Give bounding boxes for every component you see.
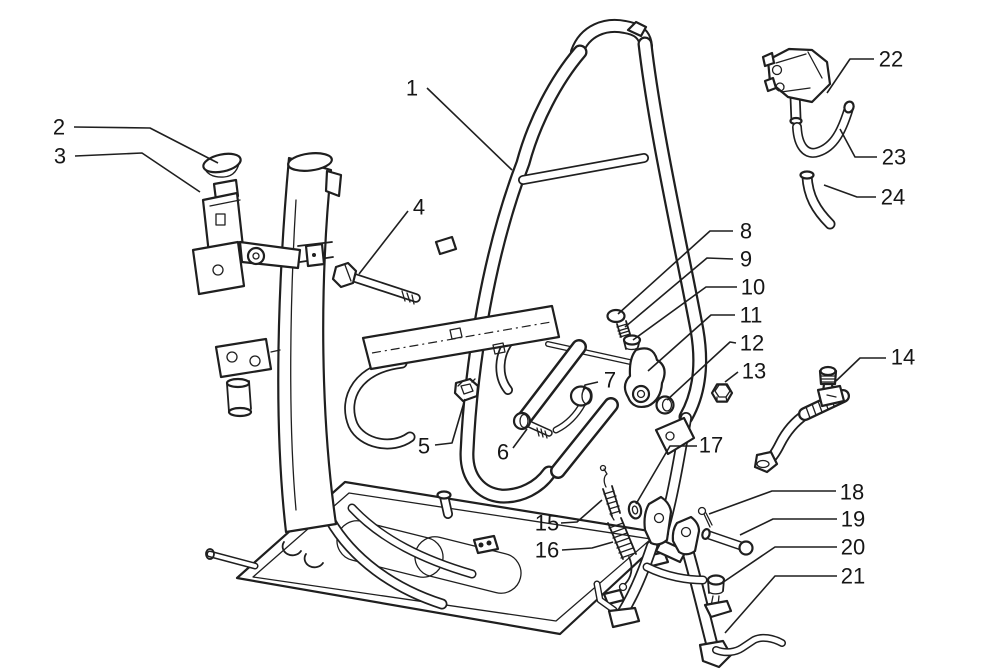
floor-platform-drawing: [205, 480, 670, 636]
callout-leader-12: [666, 341, 737, 401]
washer-17: [627, 500, 643, 520]
stand-foot-left: [607, 606, 641, 629]
pivot-bracket-11: [623, 347, 666, 409]
callout-leader-18: [708, 490, 836, 515]
callout-label-13: 13: [742, 359, 766, 384]
callout-leader-7: [582, 381, 599, 392]
lock-cap: [202, 152, 242, 178]
callout-label-2: 2: [53, 115, 65, 140]
stand-ear-right: [671, 515, 701, 556]
cable-saddle-clamp: [303, 553, 324, 569]
callout-leader-14: [835, 357, 886, 382]
lever-bolt: [816, 365, 846, 408]
callout-leader-5: [434, 398, 466, 446]
callout-leader-21: [724, 575, 837, 634]
floor-foot-bracket: [472, 534, 500, 555]
hose-23: [797, 100, 855, 153]
callout-label-1: 1: [406, 76, 418, 101]
hex-nut-13: [710, 383, 734, 403]
callout-leader-4: [358, 210, 409, 275]
bolt-6: [512, 411, 549, 439]
callout-leader-1: [426, 87, 513, 171]
callout-label-18: 18: [840, 480, 864, 505]
callout-label-9: 9: [740, 247, 752, 272]
callout-label-21: 21: [841, 564, 865, 589]
nut-7: [569, 385, 593, 407]
stand-lever-drawing: [753, 365, 846, 474]
callout-label-5: 5: [418, 434, 430, 459]
callout-leader-24: [823, 184, 876, 198]
bolt-4: [331, 261, 416, 305]
hose-bracket-22: [761, 47, 832, 104]
buffer-20: [703, 574, 733, 619]
callout-label-22: 22: [879, 47, 903, 72]
lock-arm: [238, 240, 302, 270]
callout-label-14: 14: [891, 345, 915, 370]
spring-16: [607, 514, 637, 592]
center-stand-drawing: [597, 464, 782, 669]
callout-leader-15: [560, 499, 603, 524]
column-tab: [324, 169, 343, 198]
callout-label-3: 3: [54, 144, 66, 169]
callout-label-7: 7: [604, 368, 616, 393]
callout-label-11: 11: [740, 303, 763, 328]
callout-label-17: 17: [699, 433, 723, 458]
callout-leader-13: [724, 371, 739, 383]
cotter-pin-18: [697, 506, 713, 528]
frame-tab: [434, 235, 458, 256]
callout-leader-23: [839, 128, 877, 158]
stand-ear-left: [643, 495, 673, 546]
steering-lock-drawing: [191, 152, 302, 296]
hose-assembly-drawing: [761, 47, 855, 225]
lever-foot: [753, 450, 779, 474]
callout-label-4: 4: [413, 195, 425, 220]
callout-label-19: 19: [841, 507, 865, 532]
callout-label-10: 10: [741, 275, 765, 300]
spring-15: [599, 464, 621, 517]
callout-label-16: 16: [535, 538, 559, 563]
callout-label-15: 15: [535, 511, 559, 536]
callout-leader-2: [73, 126, 219, 164]
callout-leader-20: [721, 546, 837, 584]
cap-8: [606, 308, 626, 324]
callout-label-20: 20: [841, 535, 865, 560]
callout-label-8: 8: [740, 219, 752, 244]
callout-leader-6: [512, 428, 528, 449]
callout-label-12: 12: [740, 331, 764, 356]
callout-label-6: 6: [497, 440, 509, 465]
callout-leader-22: [826, 58, 874, 94]
square-nut-5: [453, 377, 480, 403]
nut-12: [655, 395, 675, 415]
frame-drawing: [350, 22, 700, 531]
callout-leader-9: [624, 257, 734, 328]
horn-bracket-plate: [214, 337, 281, 379]
rubber-mount: [225, 377, 253, 418]
callout-leader-10: [632, 286, 737, 341]
callout-label-23: 23: [882, 145, 906, 170]
callout-leader-8: [617, 230, 733, 315]
column-clamp: [297, 241, 334, 268]
fastener-parts-drawing: [331, 261, 734, 439]
frame-top-tab: [626, 20, 648, 38]
pivot-pin-19: [701, 528, 754, 556]
callout-leader-11: [647, 314, 735, 372]
spring-9: [616, 320, 631, 338]
callout-leader-3: [74, 152, 201, 193]
stand-mount-bracket: [654, 416, 696, 456]
callout-leader-17: [635, 445, 697, 505]
callout-leader-19: [739, 518, 837, 536]
cable-saddle-clamp: [281, 541, 302, 557]
tube-24: [799, 170, 831, 225]
cross-beam-plate: [361, 304, 561, 371]
callout-label-24: 24: [881, 185, 905, 210]
callout-leader-16: [561, 541, 614, 551]
